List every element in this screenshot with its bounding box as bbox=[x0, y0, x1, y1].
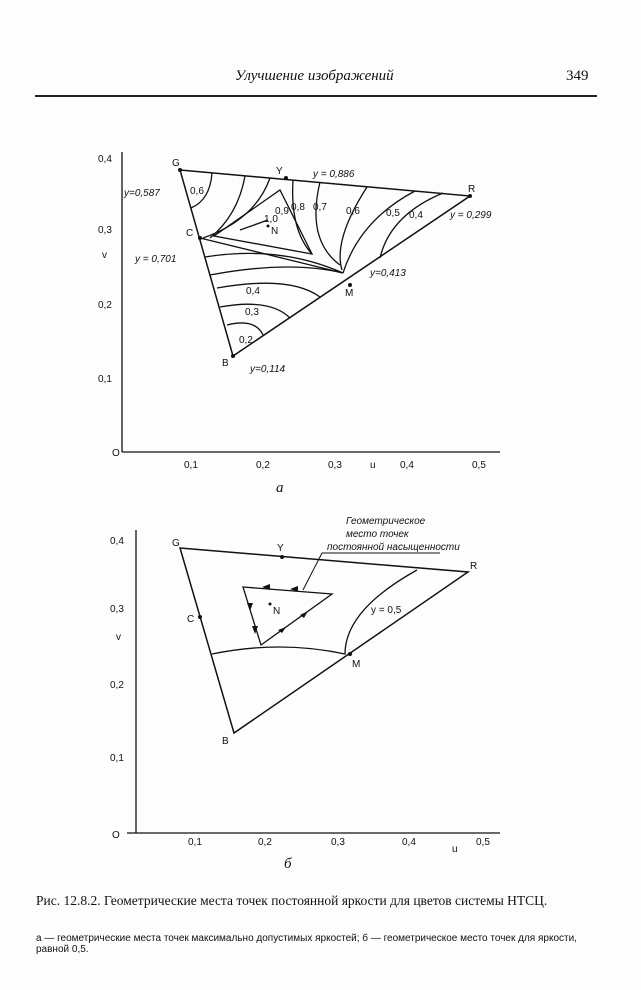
contour-label: 1,0 bbox=[264, 214, 278, 225]
contour bbox=[339, 186, 368, 271]
contour-label: 0,4 bbox=[409, 210, 423, 221]
figure-a: O 0,1 0,2 0,3 0,4 0,5 u 0,1 0,2 0,3 0,4 … bbox=[98, 152, 500, 496]
figure-caption-legend: а — геометрические места точек максималь… bbox=[36, 933, 577, 955]
point-label: M bbox=[352, 659, 360, 670]
point-label: M bbox=[345, 288, 353, 299]
curve-label: y = 0,5 bbox=[371, 605, 402, 616]
callout-text: место точек bbox=[346, 529, 410, 540]
contour-label: 0,9 bbox=[275, 206, 289, 217]
callout-leader bbox=[302, 552, 440, 591]
curve-y05 bbox=[211, 569, 418, 655]
contour-label: 0,4 bbox=[246, 286, 260, 297]
point-label: R bbox=[470, 561, 477, 572]
contour bbox=[226, 322, 264, 336]
y-axis-label: v bbox=[116, 632, 121, 643]
contour bbox=[315, 181, 341, 266]
point-label: C bbox=[187, 614, 194, 625]
x-tick: 0,2 bbox=[258, 837, 272, 848]
figure-b: O 0,1 0,2 0,3 0,4 0,5 u 0,1 0,2 0,3 0,4 … bbox=[110, 516, 500, 872]
x-tick: 0,3 bbox=[331, 837, 345, 848]
figure-label: б bbox=[284, 856, 292, 872]
y-tick: 0,4 bbox=[98, 154, 112, 165]
point-label: Y bbox=[276, 166, 283, 177]
contour bbox=[204, 252, 344, 274]
contour-label: 0,3 bbox=[245, 307, 259, 318]
y-tick: 0,3 bbox=[110, 604, 124, 615]
y-tick: 0,2 bbox=[110, 680, 124, 691]
y-tick: 0,3 bbox=[98, 225, 112, 236]
annotation: y=0,114 bbox=[249, 364, 286, 375]
point-label: B bbox=[222, 358, 229, 369]
x-tick: 0,5 bbox=[476, 837, 490, 848]
page-number: 349 bbox=[566, 68, 589, 84]
x-axis-label: u bbox=[452, 844, 458, 855]
annotation: y = 0,701 bbox=[134, 254, 176, 265]
figure-caption: Рис. 12.8.2. Геометрические места точек … bbox=[36, 893, 548, 908]
contour bbox=[216, 282, 321, 298]
contour bbox=[219, 303, 291, 319]
contour bbox=[190, 172, 213, 209]
ntsc-triangle bbox=[178, 547, 471, 735]
annotation: y=0,413 bbox=[369, 268, 406, 279]
origin: O bbox=[112, 448, 120, 459]
origin: O bbox=[112, 830, 120, 841]
callout-text: Геометрическое bbox=[346, 516, 426, 527]
x-tick: 0,1 bbox=[184, 460, 198, 471]
ntsc-triangle bbox=[178, 169, 473, 358]
point-label: C bbox=[186, 228, 193, 239]
callout-text: постоянной насыщенности bbox=[327, 542, 460, 553]
x-tick: 0,5 bbox=[472, 460, 486, 471]
contour-label: 0,8 bbox=[291, 202, 305, 213]
constant-saturation-locus bbox=[242, 586, 334, 647]
point-label: N bbox=[271, 226, 278, 237]
y-tick: 0,4 bbox=[110, 536, 124, 547]
contour bbox=[202, 177, 271, 239]
contour-label: 0,6 bbox=[190, 186, 204, 197]
point-label: G bbox=[172, 538, 180, 549]
y-tick: 0,1 bbox=[110, 753, 124, 764]
y-tick: 0,2 bbox=[98, 300, 112, 311]
x-tick: 0,1 bbox=[188, 837, 202, 848]
x-tick: 0,4 bbox=[402, 837, 416, 848]
contour bbox=[199, 237, 344, 274]
contour-label: 0,6 bbox=[346, 206, 360, 217]
y-tick: 0,1 bbox=[98, 374, 112, 385]
x-tick: 0,2 bbox=[256, 460, 270, 471]
y-axis-label: v bbox=[102, 250, 107, 261]
running-title: Улучшение изображений bbox=[235, 68, 394, 84]
contour-label: 0,5 bbox=[386, 208, 400, 219]
x-tick: 0,3 bbox=[328, 460, 342, 471]
header-rule bbox=[35, 95, 597, 97]
annotation: y = 0,886 bbox=[312, 169, 355, 180]
point-label: R bbox=[468, 184, 475, 195]
contour bbox=[342, 190, 416, 274]
contour bbox=[209, 266, 344, 276]
x-tick: 0,4 bbox=[400, 460, 414, 471]
point-label: Y bbox=[277, 543, 284, 554]
contour bbox=[209, 175, 246, 239]
point-label: G bbox=[172, 158, 180, 169]
point-label: N bbox=[273, 606, 280, 617]
contour-10 bbox=[239, 219, 269, 231]
annotation: y = 0,299 bbox=[449, 210, 492, 221]
annotation: y=0,587 bbox=[123, 188, 160, 199]
contour-label: 0,7 bbox=[313, 202, 327, 213]
x-axis-label: u bbox=[370, 460, 376, 471]
contour bbox=[291, 179, 313, 255]
contour bbox=[379, 192, 444, 259]
contour-label: 0,2 bbox=[239, 335, 253, 346]
point-label: B bbox=[222, 736, 229, 747]
figure-label: а bbox=[276, 480, 284, 496]
